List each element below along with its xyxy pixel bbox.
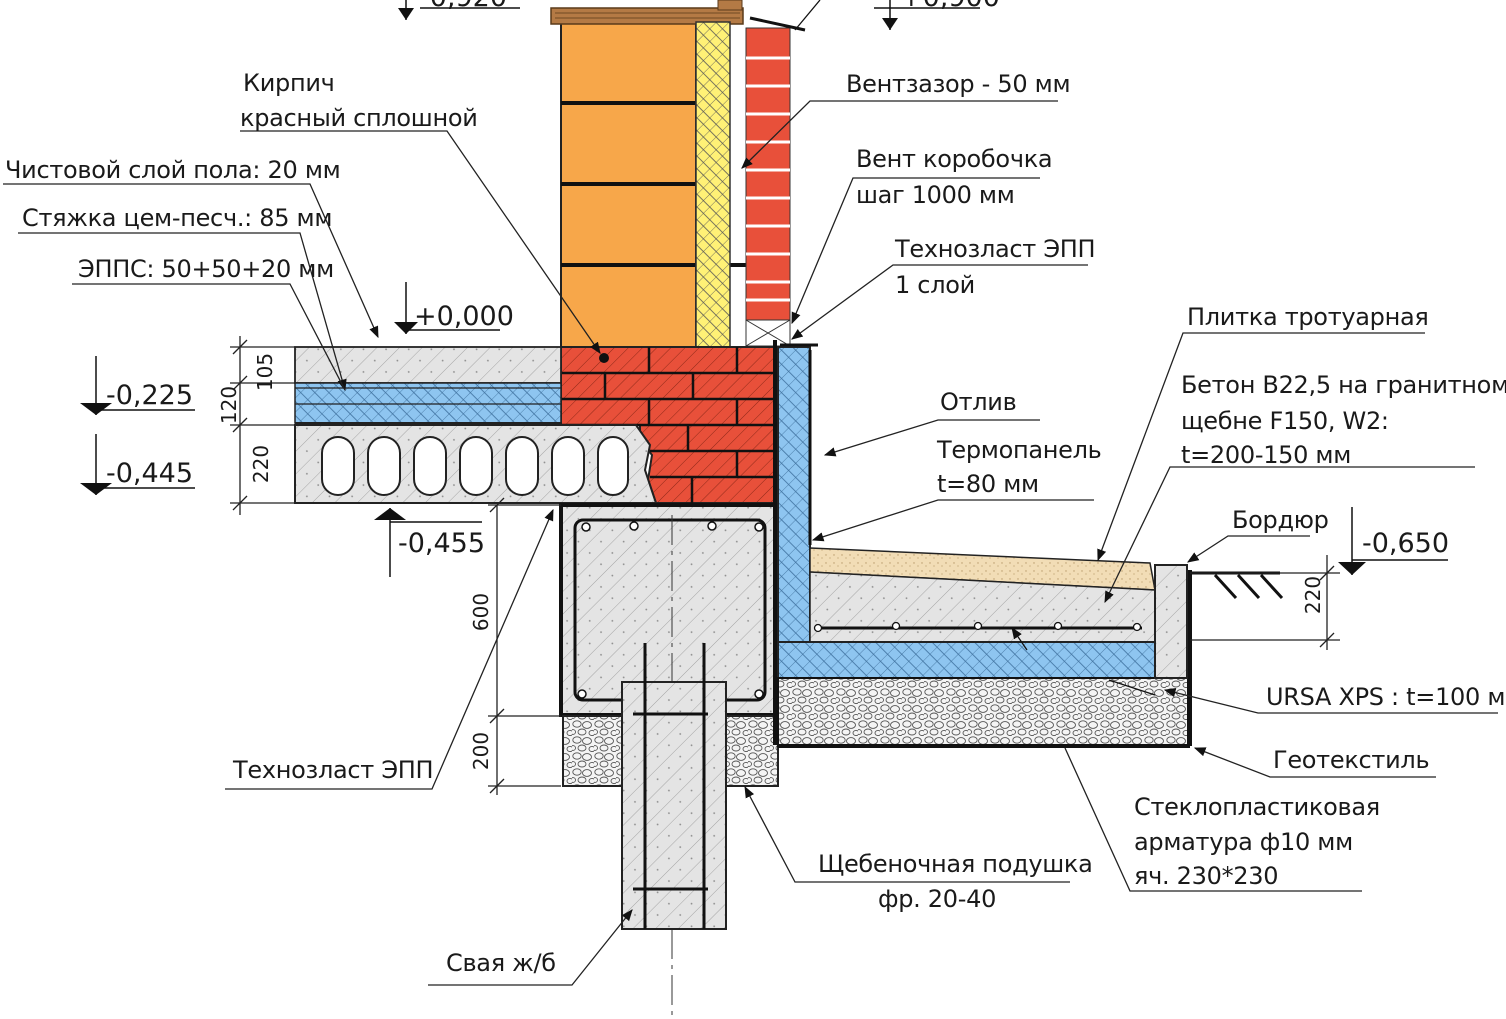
leader-lines: [3, 100, 1498, 986]
level-top-right: +0,900: [900, 0, 1000, 13]
ursa-tick: [1108, 679, 1156, 696]
level-minus-650: -0,650: [1362, 528, 1449, 559]
label-vent-box-2: шаг 1000 мм: [856, 181, 1015, 209]
screed-layer: [294, 346, 562, 384]
label-concrete-3: t=200-150 мм: [1181, 441, 1351, 469]
label-brick-1: Кирпич: [243, 69, 335, 97]
label-vent-gap: Вентзазор - 50 мм: [846, 70, 1070, 98]
rebar-arrow: [1011, 627, 1028, 651]
label-pile: Свая ж/б: [446, 949, 556, 977]
label-screed: Стяжка цем-песч.: 85 мм: [22, 204, 332, 232]
ursa-xps-layer: [777, 641, 1157, 679]
facing-block-wall: [560, 21, 775, 348]
mineral-wool-insulation: [695, 21, 731, 348]
concrete-pile: [621, 643, 727, 930]
level-triangles: [80, 8, 1366, 575]
label-rebar-2: арматура ф10 мм: [1134, 828, 1353, 856]
dim-120: 120: [217, 386, 241, 424]
dim-105: 105: [253, 353, 277, 391]
epps-layer: [294, 382, 562, 424]
label-concrete-1: Бетон В22,5 на гранитном: [1181, 371, 1506, 399]
label-geotextile: Геотекстиль: [1273, 746, 1429, 774]
label-rebar-3: яч. 230*230: [1134, 862, 1278, 890]
label-rebar-1: Стеклопластиковая: [1134, 793, 1380, 821]
label-gravel-1: Щебеночная подушка: [818, 850, 1093, 878]
dim-600: 600: [469, 593, 493, 631]
level-floor: +0,000: [414, 301, 514, 332]
label-brick-2: красный сплошной: [240, 104, 478, 132]
floor-layers: [294, 346, 658, 504]
ground-symbol: [1190, 571, 1284, 600]
thermopanel: [773, 340, 818, 745]
label-floor-finish: Чистовой слой пола: 20 мм: [5, 156, 340, 184]
level-minus-225: -0,225: [106, 380, 193, 411]
facing-red-brick: [745, 27, 791, 347]
label-drip: Отлив: [940, 388, 1016, 416]
drip-top: [749, 16, 806, 32]
blind-area: [777, 547, 1192, 748]
label-curb: Бордюр: [1232, 506, 1329, 534]
label-technoelast-top-1: Технозласт ЭПП: [894, 235, 1095, 263]
label-vent-box-1: Вент коробочка: [856, 145, 1052, 173]
label-technoelast-top-2: 1 слой: [895, 271, 975, 299]
label-thermopanel-2: t=80 мм: [937, 470, 1039, 498]
top-leader: [794, 0, 821, 31]
gravel-layer: [777, 677, 1189, 747]
label-technoelast-bottom: Технозласт ЭПП: [232, 756, 433, 784]
label-epps: ЭППС: 50+50+20 мм: [78, 255, 334, 283]
wood-cap: [550, 0, 744, 25]
level-top-left: -0,920: [420, 0, 507, 13]
dim-220-curb: 220: [1301, 576, 1325, 614]
label-thermopanel-1: Термопанель: [936, 436, 1102, 464]
label-gravel-2: фр. 20-40: [878, 885, 996, 913]
level-minus-445: -0,445: [106, 458, 193, 489]
label-concrete-2: щебне F150, W2:: [1181, 407, 1389, 435]
dimension-lines: [230, 336, 1340, 795]
dim-220: 220: [249, 445, 273, 483]
label-ursa: URSA XPS : t=100 мм: [1266, 683, 1506, 711]
level-minus-455: -0,455: [398, 528, 485, 559]
dim-200: 200: [469, 732, 493, 770]
label-paving: Плитка тротуарная: [1187, 303, 1429, 331]
curb-stone: [1154, 564, 1188, 679]
